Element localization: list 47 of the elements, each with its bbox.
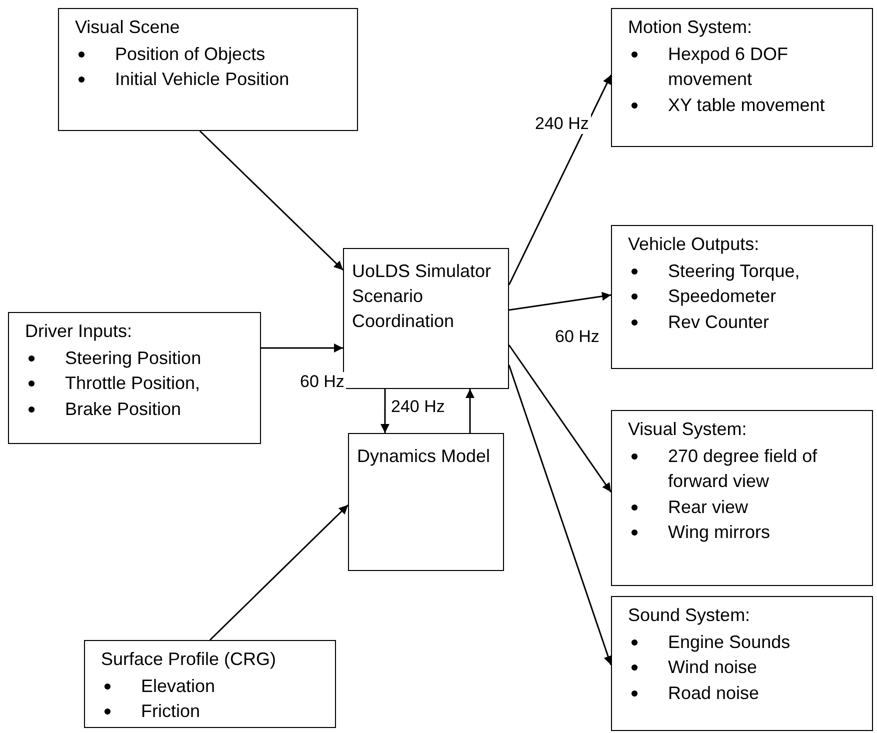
box-heading: Motion System: [628,16,754,39]
bullet-item: XY table movement [668,94,825,115]
text-box [348,433,504,571]
arrow [508,364,612,666]
text-box [611,8,873,147]
arrow [508,74,612,286]
bullet-item: Wind noise [668,657,758,678]
text-box [84,640,336,728]
bullet-item: Engine Sounds [668,632,790,652]
text-box [343,248,509,389]
text-box [58,8,358,131]
edge-label: 240 Hz [533,114,591,134]
bullet-item: Wing mirrors [668,522,770,542]
arrow [261,343,343,352]
bullet-item: Throttle Position, [65,373,200,394]
arrow [508,292,612,311]
box-heading: Surface Profile (CRG) [101,648,278,671]
bullet-item: Road noise [668,682,760,703]
arrow [199,130,344,271]
box-heading: Sound System: [628,604,752,627]
text-box [611,596,873,731]
bullet-item: Steering Torque, [668,261,800,282]
bullet-item: Elevation [141,676,216,696]
text-box [611,410,873,586]
bullet-item: Position of Objects [115,44,266,64]
bullet-item: 270 degree field of forward view [668,446,818,492]
edge-label: 60 Hz [298,372,346,392]
arrow [466,389,474,433]
bullet-item: Brake Position [65,398,182,419]
bullet-item: Initial Vehicle Position [115,69,290,90]
bullet-item: Speedometer [668,286,776,306]
box-heading: Visual System: [628,418,748,441]
bullet-item: Steering Position [65,348,202,368]
box-heading: Driver Inputs: [25,320,134,343]
arrow [209,504,349,641]
box-text: UoLDS Simulator Scenario Coordination [352,260,492,334]
bullet-item: Friction [141,701,200,722]
bullet-item: Rev Counter [668,312,770,332]
box-heading: Vehicle Outputs: [628,233,760,256]
arrow [380,389,390,433]
bullet-item: Hexpod 6 DOF movement [668,44,788,90]
box-heading: Visual Scene [75,16,181,39]
text-box [8,312,261,444]
arrow [508,344,612,492]
text-box [611,225,873,369]
bullet-item: Rear view [668,496,748,517]
box-text: Dynamics Model [357,445,492,468]
